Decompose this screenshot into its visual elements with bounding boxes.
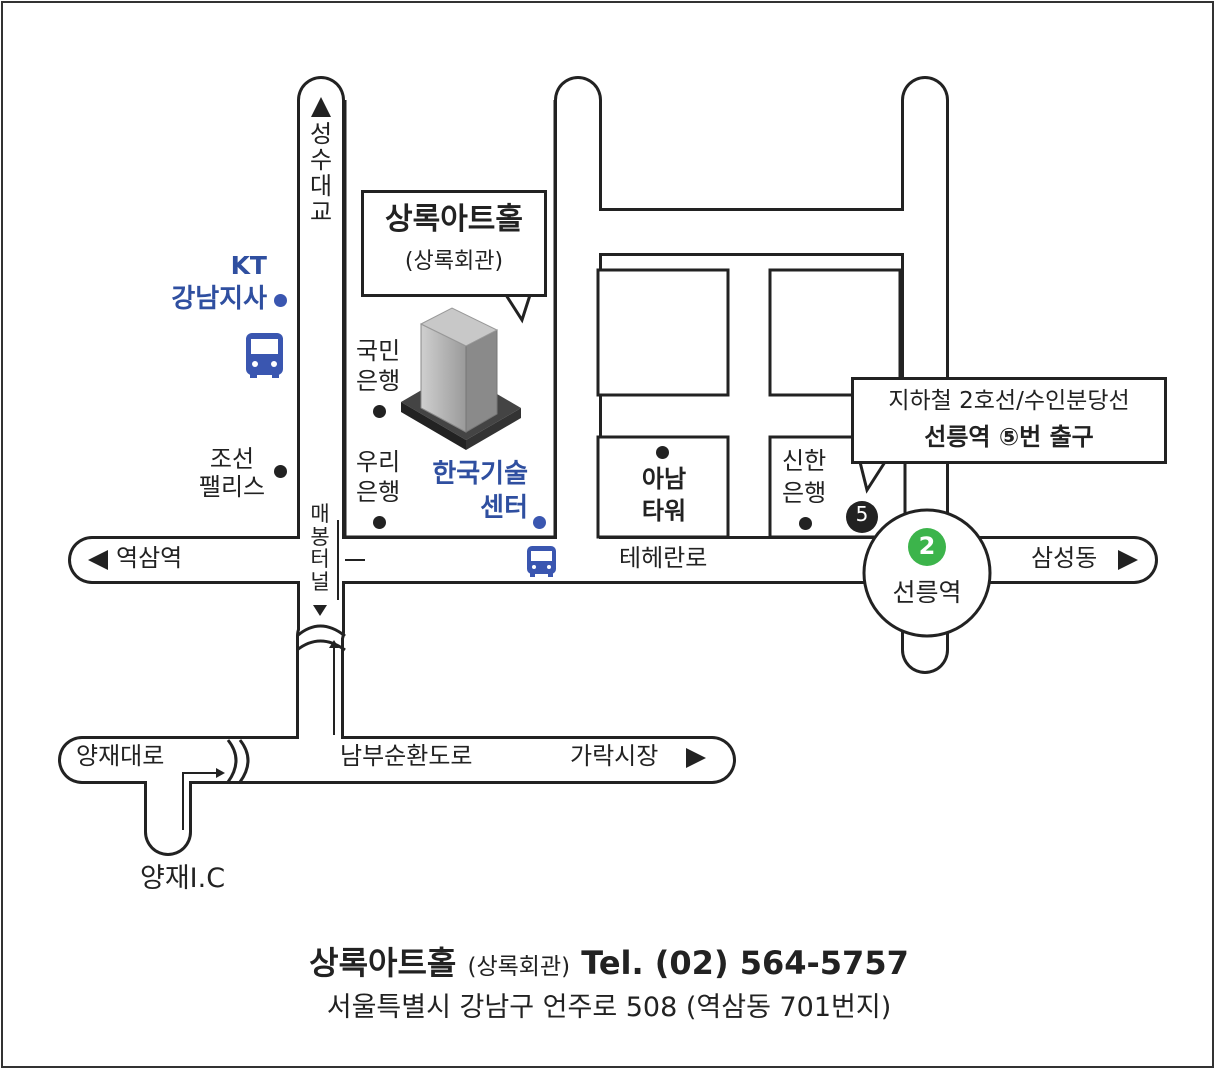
anam-tower-label: 타워	[641, 497, 687, 525]
arrow-right-icon	[1118, 550, 1138, 570]
footer-title: 상록아트홀 (상록회관) Tel. (02) 564-5757	[0, 938, 1218, 984]
woori-bank-label: 은행	[356, 478, 401, 506]
kitc-center-label: 센터	[480, 493, 528, 523]
exit-label: 선릉역 ⑤번 출구	[924, 423, 1094, 451]
woori-marker	[373, 516, 386, 529]
shinhan-bank-label: 은행	[782, 479, 827, 507]
tunnel-curve-top	[296, 624, 346, 638]
block-nw	[596, 268, 730, 397]
shinhan-marker	[799, 517, 812, 530]
kookmin-bank-label: 은행	[356, 367, 401, 395]
subway-line-2-icon	[908, 528, 946, 566]
bus-icon	[246, 333, 283, 378]
arrow-left-icon	[88, 550, 108, 570]
footer-venue-alt: (상록회관)	[467, 954, 571, 980]
kitc-marker	[533, 516, 546, 529]
arrow-up-icon	[311, 97, 331, 117]
exit-5-number: 5	[855, 502, 869, 526]
yangjae-ic-label: 양재I.C	[140, 863, 226, 894]
block-ne	[768, 268, 902, 397]
bus-icon	[527, 546, 556, 577]
kt-marker	[274, 294, 287, 307]
footer-address: 서울특별시 강남구 언주로 508 (역삼동 701번지)	[326, 992, 892, 1023]
venue-alt-name: (상록회관)	[404, 249, 504, 274]
palace-label: 팰리스	[198, 473, 266, 501]
kt-label: KT	[230, 251, 267, 280]
arrow-down-icon	[313, 605, 327, 616]
seolleung-station-label: 선릉역	[892, 578, 962, 607]
shinhan-label: 신한	[782, 447, 827, 475]
tunnel-curve-bottom	[296, 639, 346, 652]
kt-gangnam-label: 강남지사	[171, 284, 267, 314]
joseon-label: 조선	[209, 445, 255, 473]
roads-fill	[61, 79, 1155, 853]
joseon-marker	[274, 465, 287, 478]
kookmin-marker	[373, 405, 386, 418]
kitc-label: 한국기술	[432, 459, 528, 489]
line-2-number: 2	[918, 532, 936, 560]
seolleung-station-marker	[862, 508, 992, 638]
footer-tel: Tel. (02) 564-5757	[581, 944, 909, 982]
building-icon	[401, 307, 521, 450]
anam-marker	[656, 446, 669, 459]
arrow-right-icon	[686, 748, 706, 768]
footer-venue-name: 상록아트홀	[309, 944, 457, 982]
kookmin-label: 국민	[356, 337, 401, 365]
yeoksam-station-label: 역삼역	[116, 544, 183, 572]
venue-name: 상록아트홀	[385, 202, 523, 237]
teheran-road-label: 테헤란로	[619, 544, 708, 572]
venue-callout: 상록아트홀 (상록회관)	[361, 190, 547, 297]
block-anam	[596, 435, 730, 539]
nambu-road-label: 남부순환도로	[340, 742, 473, 770]
subway-callout: 지하철 2호선/수인분당선 선릉역 ⑤번 출구	[851, 377, 1167, 464]
exit-5-icon	[846, 501, 878, 533]
subway-lines-label: 지하철 2호선/수인분당선	[888, 388, 1130, 414]
garak-market-label: 가락시장	[570, 742, 659, 770]
yangjae-merge-curve	[226, 739, 238, 783]
woori-label: 우리	[356, 448, 401, 476]
yangjae-road-label: 양재대로	[76, 742, 165, 770]
samseong-dong-label: 삼성동	[1031, 544, 1098, 572]
anam-label: 아남	[641, 465, 687, 493]
